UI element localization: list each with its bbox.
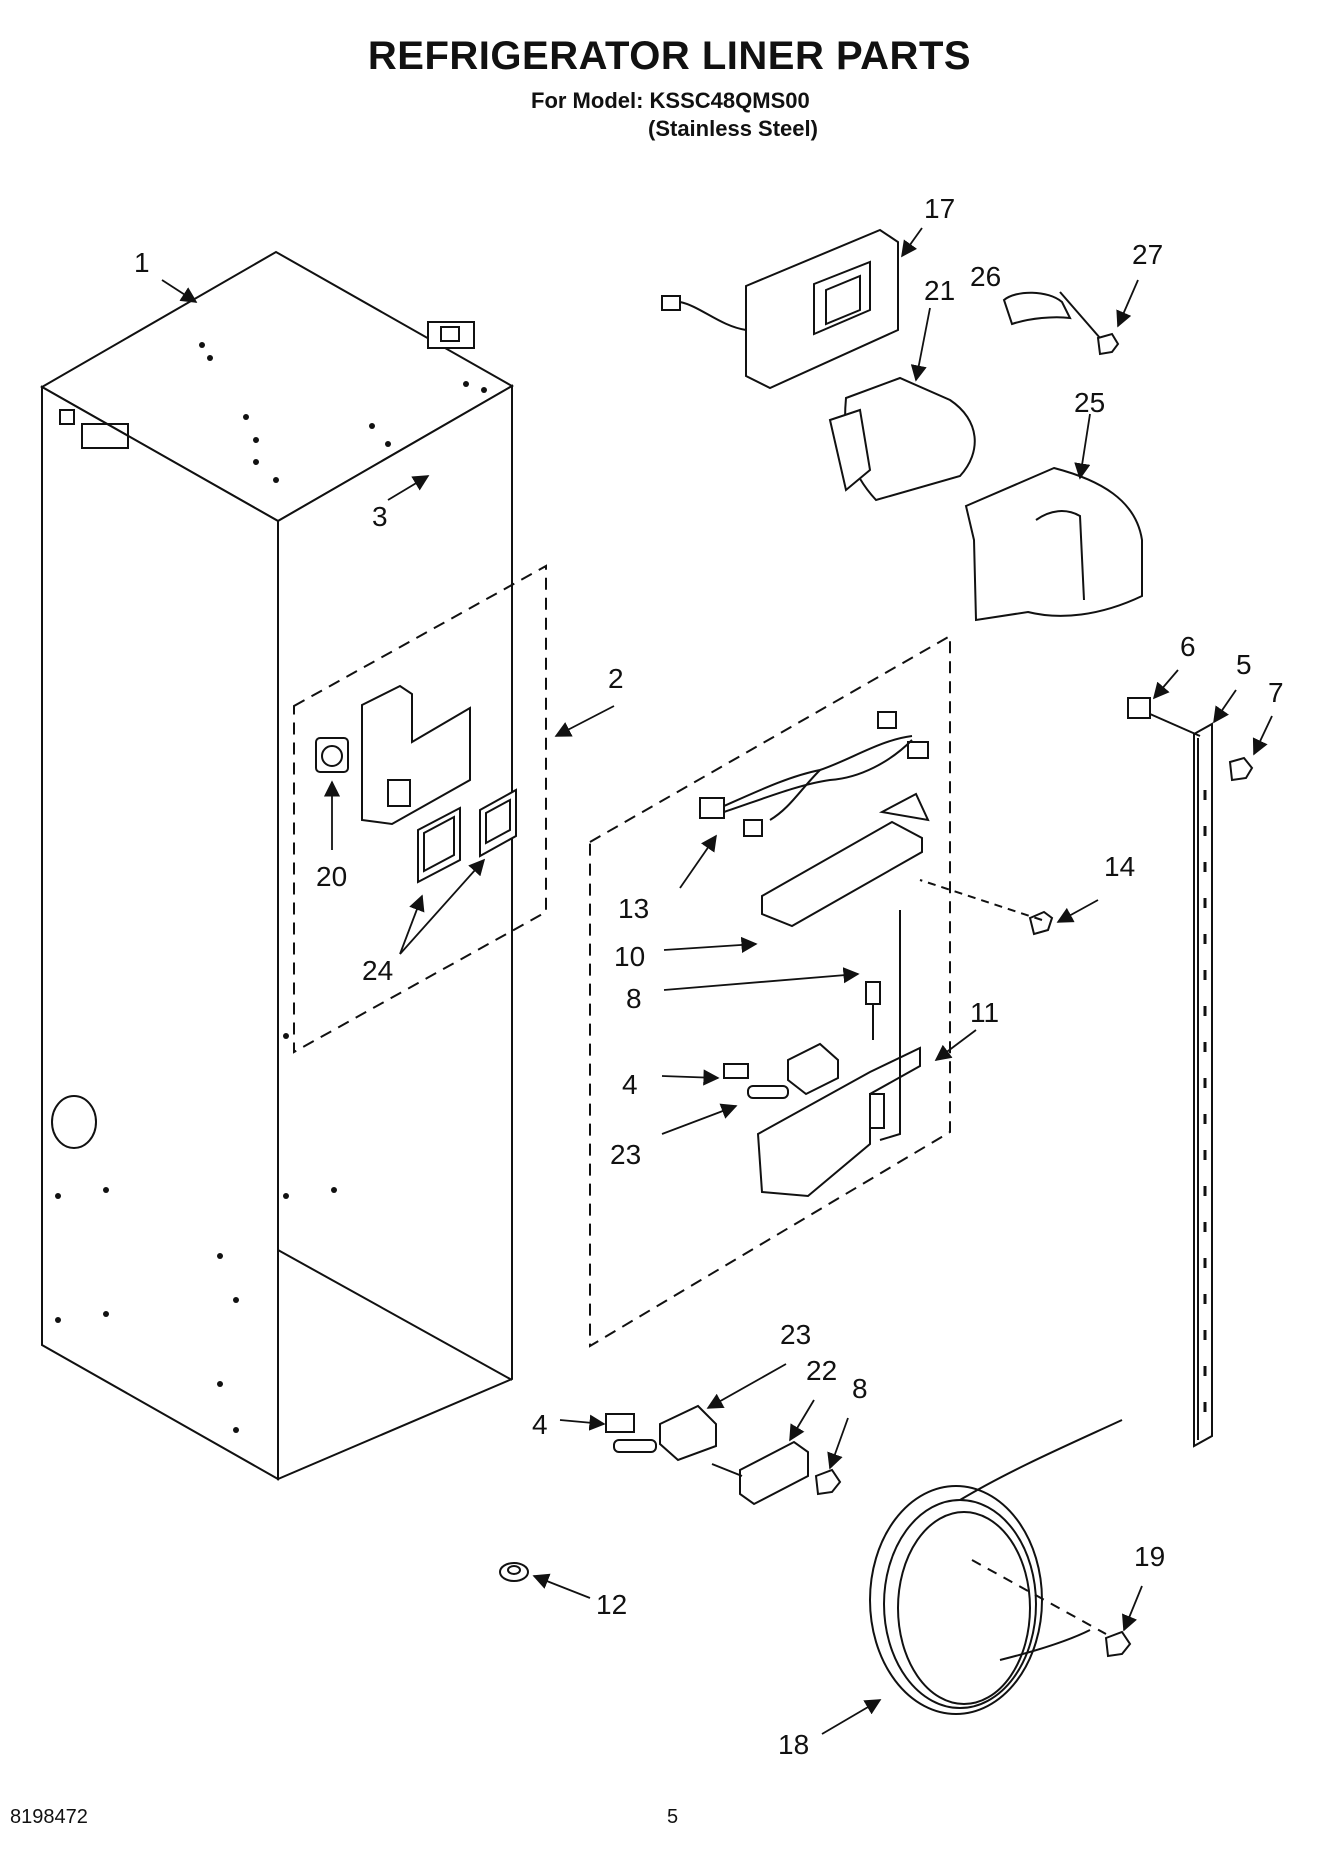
callout-4-lower: 4 (532, 1409, 548, 1440)
callout-12: 12 (596, 1589, 627, 1620)
callout-8-lower: 8 (852, 1373, 868, 1404)
screw-part-7 (1228, 756, 1254, 782)
callout-17: 17 (924, 193, 955, 224)
screw-part-19 (1104, 1630, 1132, 1658)
callout-3: 3 (372, 501, 388, 532)
callout-27: 27 (1132, 239, 1163, 270)
callout-25: 25 (1074, 387, 1105, 418)
callout-4-upper: 4 (622, 1069, 638, 1100)
screw-part-8-upper (865, 981, 881, 1040)
thermistor-upper (747, 1042, 839, 1099)
document-number: 8198472 (10, 1806, 88, 1828)
callout-26: 26 (970, 261, 1001, 292)
shelf-rail (1193, 722, 1213, 1448)
screw-part-14 (919, 879, 1054, 936)
page-title: REFRIGERATOR LINER PARTS (367, 34, 972, 78)
callout-20: 20 (316, 861, 347, 892)
callout-7: 7 (1268, 677, 1284, 708)
callout-arrows (161, 227, 1273, 1735)
callout-13: 13 (618, 893, 649, 924)
callout-24: 24 (362, 955, 393, 986)
callout-8-upper: 8 (626, 983, 642, 1014)
clip-part-4-upper (723, 1063, 749, 1079)
callout-6: 6 (1180, 631, 1196, 662)
part-11-box (589, 634, 951, 1348)
dispenser-light-housing (661, 228, 899, 390)
callout-5: 5 (1236, 649, 1252, 680)
liner-cabinet (39, 250, 515, 1481)
clip-part-4-lower (605, 1413, 635, 1433)
part-12-grommet (499, 1562, 529, 1582)
wire-harness (699, 711, 929, 837)
page-number: 5 (667, 1806, 679, 1828)
model-number: For Model: KSSC48QMS00 (531, 88, 810, 113)
sensor-housing (756, 910, 921, 1198)
callout-14: 14 (1104, 851, 1135, 882)
model-variant: (Stainless Steel) (648, 116, 818, 141)
callout-19: 19 (1134, 1541, 1165, 1572)
cabinet-holes (55, 342, 487, 1433)
callout-18: 18 (778, 1729, 809, 1760)
part-6-clip (1127, 697, 1151, 719)
callout-1: 1 (134, 247, 150, 278)
part-26-clip (1002, 291, 1072, 326)
callout-21: 21 (924, 275, 955, 306)
part-25-cover (964, 466, 1143, 622)
tubing-coil (869, 1419, 1123, 1715)
screw-part-8-lower (814, 1468, 842, 1496)
thermistor-lower (613, 1404, 717, 1462)
callout-22: 22 (806, 1355, 837, 1386)
control-housing (315, 684, 517, 884)
part-22-sensor (711, 1440, 809, 1506)
callout-labels: 1 2 3 4 4 5 6 7 8 8 10 11 12 13 14 17 18… (134, 193, 1284, 1760)
callout-23-upper: 23 (610, 1139, 641, 1170)
callout-10: 10 (614, 941, 645, 972)
callout-23-lower: 23 (780, 1319, 811, 1350)
callout-2: 2 (608, 663, 624, 694)
sensor-bracket (761, 792, 930, 928)
screw-part-27 (1096, 332, 1120, 356)
part-21-duct (828, 376, 976, 502)
callout-11: 11 (970, 997, 999, 1028)
